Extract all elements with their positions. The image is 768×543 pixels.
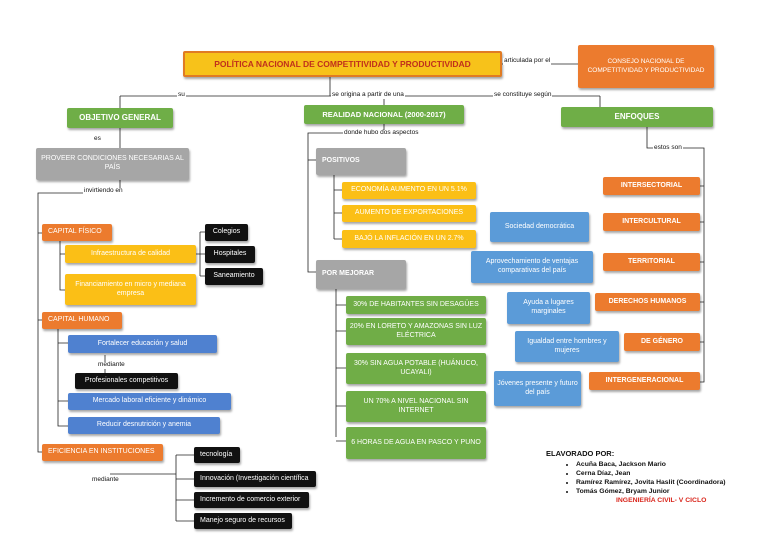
approach-intersectoral: INTERSECTORIAL [603,177,700,195]
author-item: Tomás Gómez, Bryam Junior [576,488,766,495]
human-item-professionals: Profesionales competitivos [75,373,178,389]
label-originates: se origina a partir de una [331,91,405,99]
approach-territorial: TERRITORIAL [603,253,700,271]
note-gender-equality: Igualdad entre hombres y mujeres [515,331,619,362]
note-youth: Jóvenes presente y futuro del país [494,371,581,406]
physical-capital-node: CAPITAL FÍSICO [42,224,112,241]
physical-sub-sanitation: Saneamiento [205,268,263,285]
approach-intergenerational: INTERGENERACIONAL [589,372,700,390]
physical-sub-schools: Colegios [205,224,248,241]
physical-item-infrastructure: Infraestructura de calidad [65,245,196,263]
approach-gender: DE GÉNERO [624,333,700,351]
human-item-labor: Mercado laboral eficiente y dinámico [68,393,231,410]
note-comparative-advantages: Aprovechamiento de ventajas comparativas… [471,251,593,283]
authors-list: Acuña Baca, Jackson Mario Cerna Díaz, Je… [546,461,766,495]
human-item-education: Fortalecer educación y salud [68,335,217,353]
improve-item-electricity: 20% EN LORETO Y AMAZONAS SIN LUZ ELÉCTRI… [346,318,486,345]
label-articulated: articulada por el [503,57,552,65]
council-box: CONSEJO NACIONAL DE COMPETITIVIDAD Y PRO… [578,45,714,88]
credits-block: ELAVORADO POR: Acuña Baca, Jackson Mario… [546,449,766,504]
institutions-item-trade: Incremento de comercio exterior [194,492,309,508]
author-item: Cerna Díaz, Jean [576,470,766,477]
label-mediante-1: mediante [97,361,126,369]
human-item-nutrition: Reducir desnutrición y anemia [68,417,220,434]
improve-item-sewage: 30% DE HABITANTES SIN DESAGÜES [346,296,486,314]
label-where: donde hubo dos aspectos [343,129,420,137]
objective-header: OBJETIVO GENERAL [67,108,173,128]
label-these-are: estos son [653,144,683,152]
label-mediante-2: mediante [91,476,120,484]
note-democratic-society: Sociedad democrática [490,212,589,242]
positive-item-exports: AUMENTO DE EXPORTACIONES [342,205,476,222]
career-label: INGENIERÍA CIVIL- V CICLO [616,497,707,504]
objective-text: PROVEER CONDICIONES NECESARIAS AL PAÍS [36,148,189,180]
approaches-header: ENFOQUES [561,107,713,127]
physical-item-financing: Financiamiento en micro y mediana empres… [65,274,196,305]
note-marginal-places: Ayuda a lugares marginales [507,292,590,324]
approach-intercultural: INTERCULTURAL [603,213,700,231]
label-investing: invirtiendo en [83,187,124,195]
positive-item-inflation: BAJÓ LA INFLACIÓN EN UN 2.7% [342,230,476,248]
label-constituted: se constituye según [493,91,553,99]
institutions-item-resources: Manejo seguro de recursos [194,513,292,529]
author-item: Acuña Baca, Jackson Mario [576,461,766,468]
improve-item-internet: UN 70% A NIVEL NACIONAL SIN INTERNET [346,391,486,422]
reality-header: REALIDAD NACIONAL (2000-2017) [304,105,464,124]
credits-heading: ELAVORADO POR: [546,449,615,458]
title-box: POLÍTICA NACIONAL DE COMPETITIVIDAD Y PR… [183,51,502,77]
author-item: Ramírez Ramírez, Jovita Haslit (Coordina… [576,479,766,486]
improve-item-water-hours: 6 HORAS DE AGUA EN PASCO Y PUNO [346,427,486,459]
institutions-item-technology: tecnología [194,447,240,463]
institutions-item-innovation: Innovación (Investigación científica [194,471,316,487]
positives-node: POSITIVOS [316,148,406,175]
improve-node: POR MEJORAR [316,260,406,289]
label-es: es [93,135,102,143]
approach-human-rights: DERECHOS HUMANOS [595,293,700,311]
physical-sub-hospitals: Hospitales [205,246,255,263]
human-capital-node: CAPITAL HUMANO [42,312,122,329]
positive-item-economy: ECONOMÍA AUMENTO EN UN 5.1% [342,182,476,199]
institutions-node: EFICIENCIA EN INSTITUCIONES [42,444,163,461]
label-su: su [177,91,186,99]
improve-item-water: 30% SIN AGUA POTABLE (HUÁNUCO, UCAYALI) [346,353,486,384]
